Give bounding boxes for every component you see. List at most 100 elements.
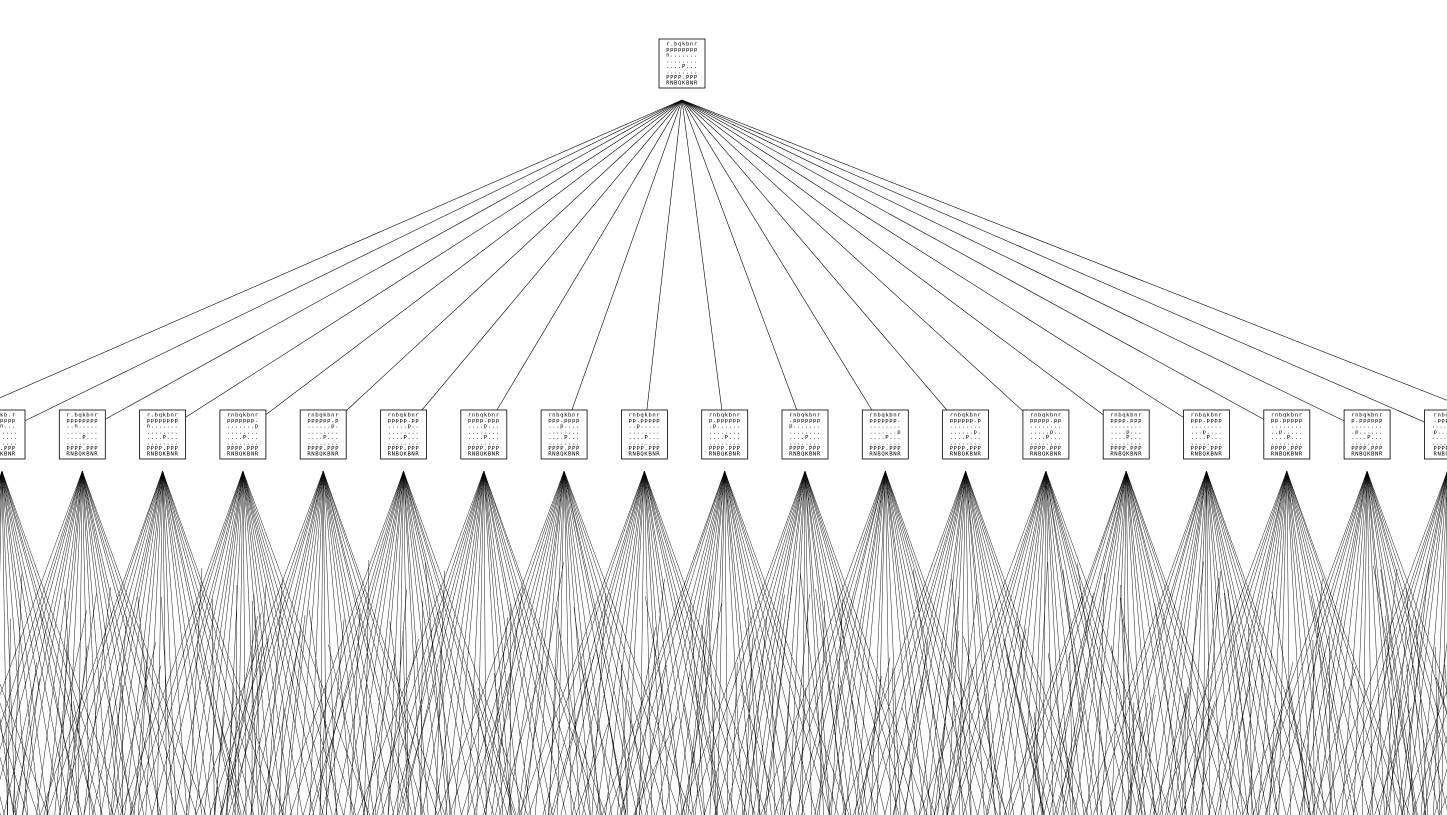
tree-edge <box>83 586 111 815</box>
board-row: ...p.... <box>548 424 580 430</box>
tree-edge <box>483 470 606 815</box>
tree-edge <box>0 702 38 815</box>
board-row: .p...... <box>709 424 741 430</box>
tree-edge <box>308 673 353 815</box>
tree-edge <box>1062 570 1092 815</box>
tree-edge <box>1206 470 1244 815</box>
tree-edge <box>212 598 215 815</box>
tree-edge <box>468 670 502 815</box>
tree-edge <box>1157 470 1207 815</box>
tree-edge <box>161 596 173 815</box>
tree-edge <box>242 99 683 433</box>
tree-edge <box>1248 624 1253 815</box>
board-row: rnbqkbnr <box>307 413 339 419</box>
tree-edge <box>952 710 989 815</box>
tree-edge <box>1154 603 1183 815</box>
tree-edge <box>82 470 153 815</box>
tree-edge <box>321 470 404 815</box>
tree-edge <box>645 470 725 815</box>
tree-edge <box>1045 470 1117 815</box>
board-row: ........ <box>66 441 98 447</box>
tree-edge <box>282 615 306 815</box>
board-row: rnbqkbn <box>1434 413 1447 419</box>
tree-edge <box>312 470 404 815</box>
board-row: RNBQKBNR <box>789 452 821 458</box>
tree-edge <box>1111 645 1143 815</box>
tree-edge <box>1266 711 1282 815</box>
tree-edge <box>220 470 324 815</box>
tree-edge <box>1397 472 1447 815</box>
tree-edge <box>582 470 645 815</box>
tree-edge <box>1124 702 1149 815</box>
board-row: ....P... <box>1191 435 1223 441</box>
board-row: pppppp.p <box>307 418 339 424</box>
tree-edge <box>563 470 612 815</box>
tree-edge <box>644 99 683 433</box>
tree-edge <box>804 470 852 815</box>
tree-edge <box>664 470 725 815</box>
tree-edge <box>1125 470 1200 815</box>
tree-edge <box>1 470 103 815</box>
tree-edge <box>724 470 753 815</box>
tree-edge <box>162 470 236 815</box>
tree-edge <box>232 638 269 815</box>
tree-edge <box>367 470 404 815</box>
board-row: ppp.pppp <box>1191 418 1223 424</box>
tree-edge <box>919 470 1047 815</box>
board-row: pppppppp <box>66 418 98 424</box>
tree-edge <box>520 562 564 815</box>
tree-edge <box>322 470 375 815</box>
tree-edge <box>865 470 966 815</box>
tree-edge <box>203 470 244 815</box>
tree-edge <box>724 470 729 815</box>
tree-edge <box>828 470 886 815</box>
tree-edge <box>885 470 932 815</box>
tree-edge <box>1206 470 1278 815</box>
board-row: ........ <box>0 429 18 435</box>
board-row: ........ <box>950 441 982 447</box>
board-row: rnbqkbnr <box>869 413 901 419</box>
tree-edge <box>1366 470 1447 715</box>
tree-edge <box>403 99 683 433</box>
tree-edge <box>1269 470 1288 815</box>
board-frame <box>219 409 267 460</box>
tree-edge <box>573 607 602 815</box>
tree-edge <box>815 589 847 815</box>
tree-edge <box>1286 470 1306 815</box>
tree-edge <box>397 470 404 815</box>
tree-edge <box>575 718 611 815</box>
tree-edge <box>162 470 264 815</box>
tree-edge <box>302 470 404 815</box>
tree-edge <box>831 599 844 815</box>
tree-edge <box>724 470 793 815</box>
tree-edge <box>7 619 11 815</box>
tree-edge <box>717 470 725 815</box>
tree-edge <box>1366 470 1447 692</box>
tree-edge <box>343 470 404 815</box>
board-row: RNBQKBNR <box>709 452 741 458</box>
tree-edge <box>0 470 83 727</box>
board-row: rnbqkbnr <box>1030 413 1062 419</box>
child-board-node: rnbqkbnrppppp.pp.....p..............P...… <box>380 409 427 460</box>
tree-edge <box>804 470 900 815</box>
tree-edge <box>1173 561 1204 815</box>
tree-edge <box>788 593 810 815</box>
board-row: pppppppp <box>147 418 179 424</box>
tree-edge <box>403 470 423 815</box>
board-row: ........ <box>666 70 698 76</box>
tree-edge <box>1093 470 1207 815</box>
tree-edge <box>644 470 756 815</box>
board-row: ....P... <box>666 64 698 70</box>
tree-edge <box>483 470 487 815</box>
tree-edge <box>1064 470 1127 815</box>
tree-edge <box>374 470 404 815</box>
tree-edge <box>219 616 258 815</box>
tree-edge <box>644 470 672 815</box>
board-row: ..n..... <box>66 424 98 430</box>
board-row: ........ <box>307 441 339 447</box>
tree-edge <box>1424 641 1447 815</box>
tree-edge <box>714 470 806 815</box>
tree-edge <box>1034 712 1042 815</box>
board-row: PPPP.PPP <box>789 446 821 452</box>
tree-edge <box>493 672 512 815</box>
